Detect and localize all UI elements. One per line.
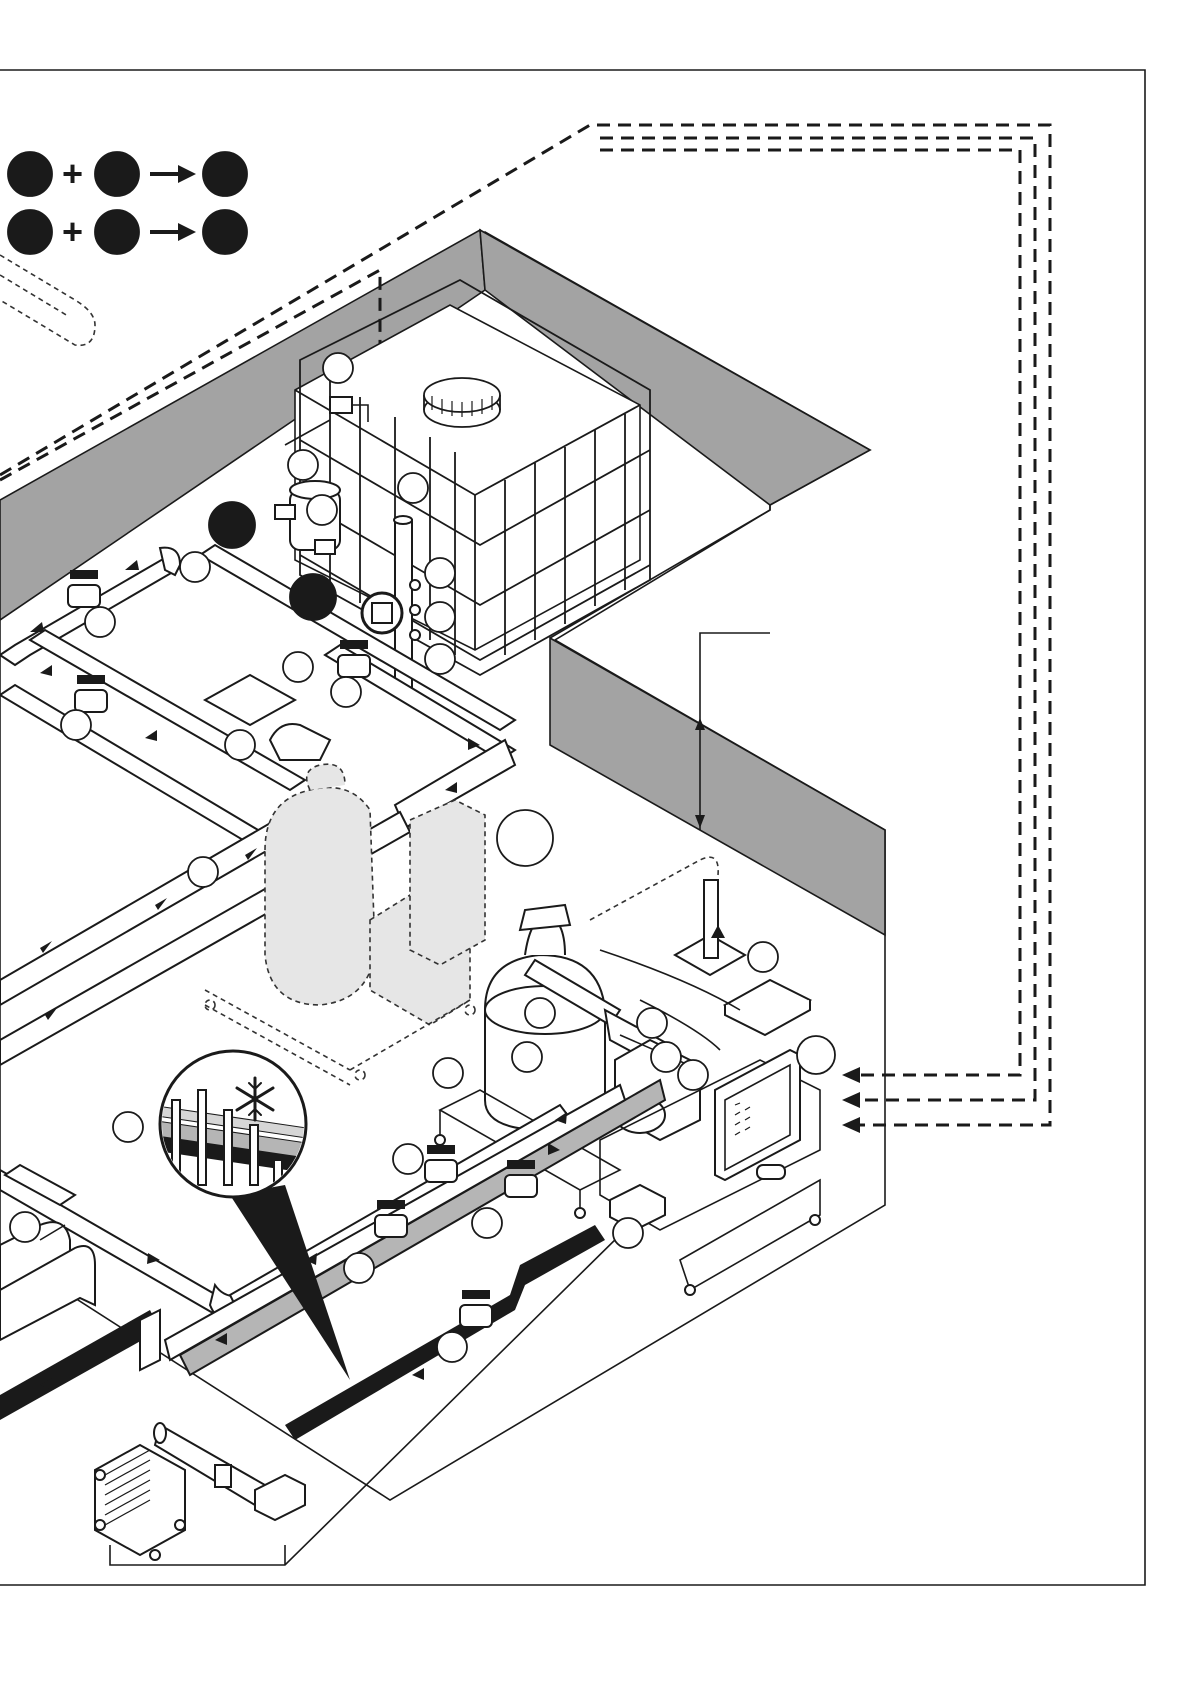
callout-circle <box>425 602 455 632</box>
callout-circle <box>613 1218 643 1248</box>
ball-valve <box>338 640 370 677</box>
callout-circle <box>331 677 361 707</box>
legend-dot <box>95 210 139 254</box>
plus-icon: + <box>62 153 83 194</box>
callout-circle <box>472 1208 502 1238</box>
level-sensor <box>410 580 420 590</box>
callout-circle <box>288 450 318 480</box>
legend-row-1: + <box>8 152 247 196</box>
callout-circle <box>307 495 337 525</box>
ball-valve <box>68 570 100 607</box>
callout-circle <box>344 1253 374 1283</box>
legend-dot <box>8 210 52 254</box>
ghost-pipe-left-inner <box>0 275 68 316</box>
callout-circle <box>188 857 218 887</box>
callout-circle <box>61 710 91 740</box>
legend-dot <box>8 152 52 196</box>
legend-dot <box>95 152 139 196</box>
callout-circle <box>512 1042 542 1072</box>
callout-circle <box>180 552 210 582</box>
callout-circle <box>425 558 455 588</box>
legend-row-2: + <box>8 210 247 254</box>
callout-circle <box>651 1042 681 1072</box>
callout-circle <box>113 1112 143 1142</box>
callout-circle <box>678 1060 708 1090</box>
legend: + + <box>8 152 247 254</box>
callout-circle <box>497 810 553 866</box>
callout-circle <box>85 607 115 637</box>
callout-circle-filled <box>209 502 255 548</box>
callout-circle <box>797 1036 835 1074</box>
legend-dot <box>203 210 247 254</box>
solenoid-valve-highlight <box>362 593 402 633</box>
callout-circle <box>10 1212 40 1242</box>
level-sensor <box>410 605 420 615</box>
callout-circle <box>225 730 255 760</box>
riser-pipe-top <box>394 516 412 524</box>
ghost-pipe-left <box>0 255 95 345</box>
ball-valve <box>425 1145 457 1182</box>
tank-lid <box>424 378 500 427</box>
ball-valve <box>75 675 107 712</box>
ball-valve <box>505 1160 537 1197</box>
plate-heat-exchanger <box>95 1445 185 1560</box>
callout-circle-filled <box>290 574 336 620</box>
callout-circle <box>525 998 555 1028</box>
callout-circle <box>437 1332 467 1362</box>
arrow-right-icon <box>150 165 196 183</box>
legend-dot <box>203 152 247 196</box>
level-sensor <box>410 630 420 640</box>
callout-circle <box>748 942 778 972</box>
callout-circle <box>323 353 353 383</box>
ball-valve <box>460 1290 492 1327</box>
callout-circle <box>425 644 455 674</box>
accessories <box>95 1423 305 1560</box>
arrow-right-icon <box>150 223 196 241</box>
callout-circle <box>393 1144 423 1174</box>
ball-valve <box>375 1200 407 1237</box>
callout-circle <box>398 473 428 503</box>
callout-circle <box>283 652 313 682</box>
callout-circle <box>637 1008 667 1038</box>
callout-circle <box>433 1058 463 1088</box>
plus-icon: + <box>62 211 83 252</box>
